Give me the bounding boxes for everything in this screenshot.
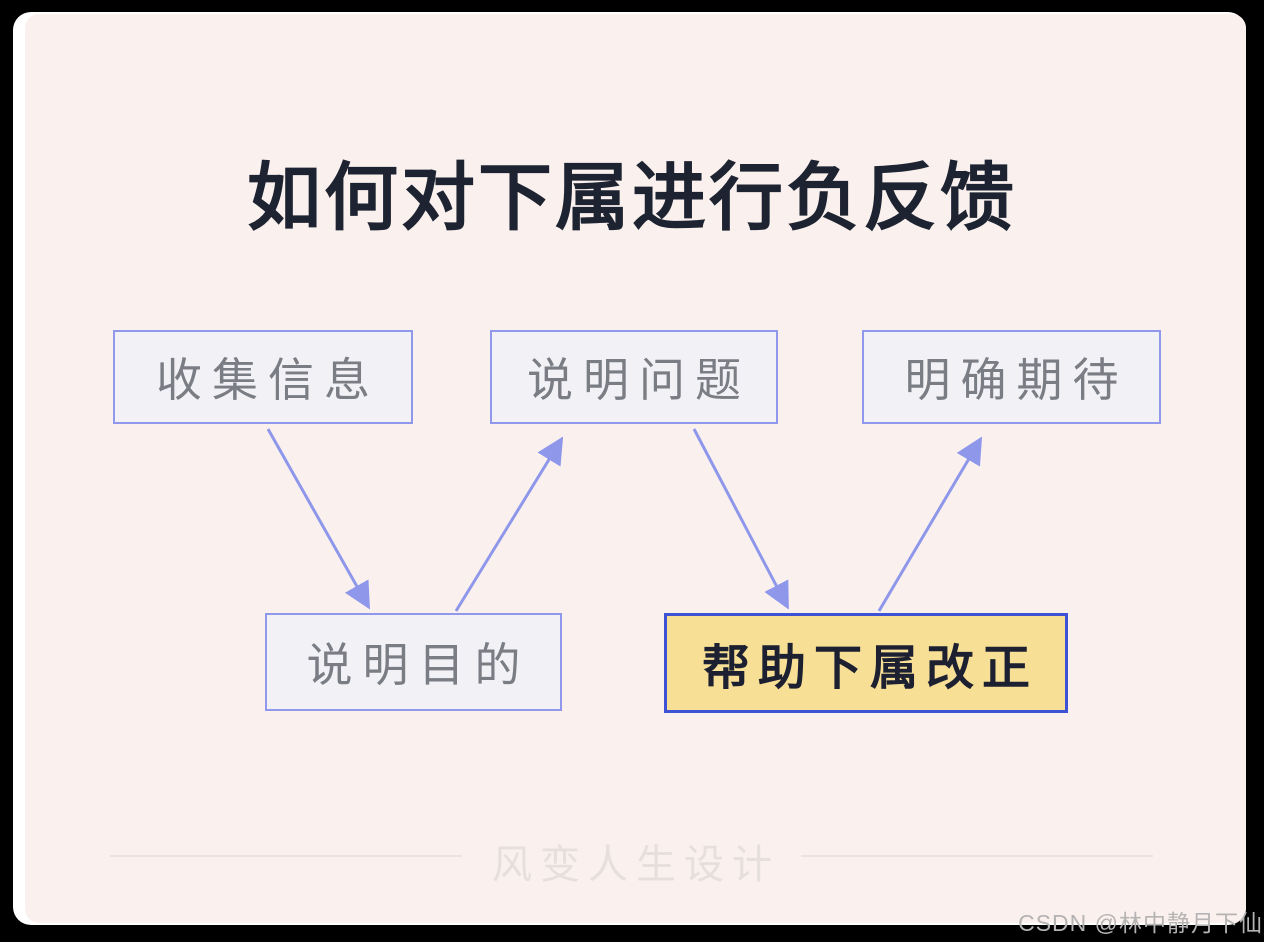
watermark-text: CSDN @林中静月下仙	[1018, 910, 1263, 936]
footer-brand-label: 风变人生设计	[492, 843, 780, 887]
poster-card	[25, 14, 1246, 923]
node-help-correct: 帮助下属改正	[664, 613, 1068, 713]
node-explain-problem: 说明问题	[490, 330, 778, 424]
page-title: 如何对下属进行负反馈	[247, 156, 1017, 239]
footer-divider-left	[110, 855, 462, 857]
node-collect-info: 收集信息	[113, 330, 413, 424]
node-explain-purpose: 说明目的	[265, 613, 562, 711]
footer-divider-right	[801, 855, 1153, 857]
node-clarify-expectation: 明确期待	[862, 330, 1161, 424]
footer: 风变人生设计	[0, 832, 1264, 887]
